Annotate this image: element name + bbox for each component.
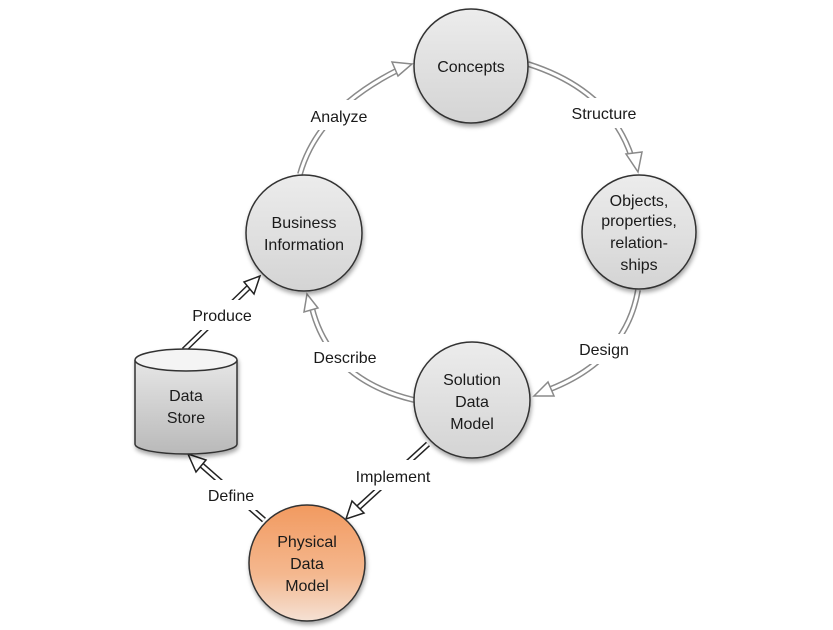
node-solution-data-model: Solution Data Model — [413, 341, 531, 459]
svg-text:Analyze: Analyze — [311, 109, 368, 126]
edge-label-design: Design — [570, 334, 638, 364]
arrowhead-icon — [624, 151, 643, 174]
svg-text:Model: Model — [450, 416, 494, 433]
svg-text:Business: Business — [272, 215, 337, 232]
svg-text:Solution: Solution — [443, 372, 501, 389]
svg-text:Describe: Describe — [313, 350, 376, 367]
arrowhead-icon — [532, 380, 556, 397]
svg-text:Design: Design — [579, 342, 629, 359]
svg-text:Implement: Implement — [356, 469, 431, 486]
svg-text:Model: Model — [285, 578, 329, 595]
svg-text:Store: Store — [167, 410, 205, 427]
svg-text:relation-: relation- — [610, 235, 668, 252]
svg-text:Information: Information — [264, 237, 344, 254]
svg-text:Objects,: Objects, — [610, 193, 669, 210]
edge-label-produce: Produce — [182, 300, 262, 330]
node-physical-data-model: Physical Data Model — [248, 504, 366, 622]
svg-text:Produce: Produce — [192, 308, 252, 325]
svg-text:ships: ships — [620, 257, 657, 274]
edge-label-structure: Structure — [560, 98, 648, 128]
edge-label-describe: Describe — [302, 342, 388, 372]
svg-text:properties,: properties, — [601, 213, 677, 230]
node-data-store: Data Store — [134, 348, 238, 455]
svg-text:Data: Data — [169, 388, 203, 405]
svg-text:Data: Data — [290, 556, 324, 573]
svg-text:Concepts: Concepts — [437, 59, 505, 76]
edge-label-define: Define — [198, 480, 264, 510]
svg-text:Define: Define — [208, 488, 254, 505]
arrowhead-icon — [344, 499, 366, 521]
svg-text:Structure: Structure — [572, 106, 637, 123]
svg-text:Physical: Physical — [277, 534, 337, 551]
arrowhead-icon — [242, 274, 262, 296]
edge-label-implement: Implement — [344, 460, 442, 490]
node-business-information: Business Information — [245, 174, 363, 292]
node-concepts: Concepts — [413, 8, 529, 124]
arrowhead-icon — [186, 452, 208, 474]
arrowhead-icon — [303, 292, 320, 314]
edge-label-analyze: Analyze — [300, 100, 376, 130]
node-objects: Objects, properties, relation- ships — [581, 174, 697, 290]
svg-text:Data: Data — [455, 394, 489, 411]
arrowhead-icon — [390, 61, 414, 78]
